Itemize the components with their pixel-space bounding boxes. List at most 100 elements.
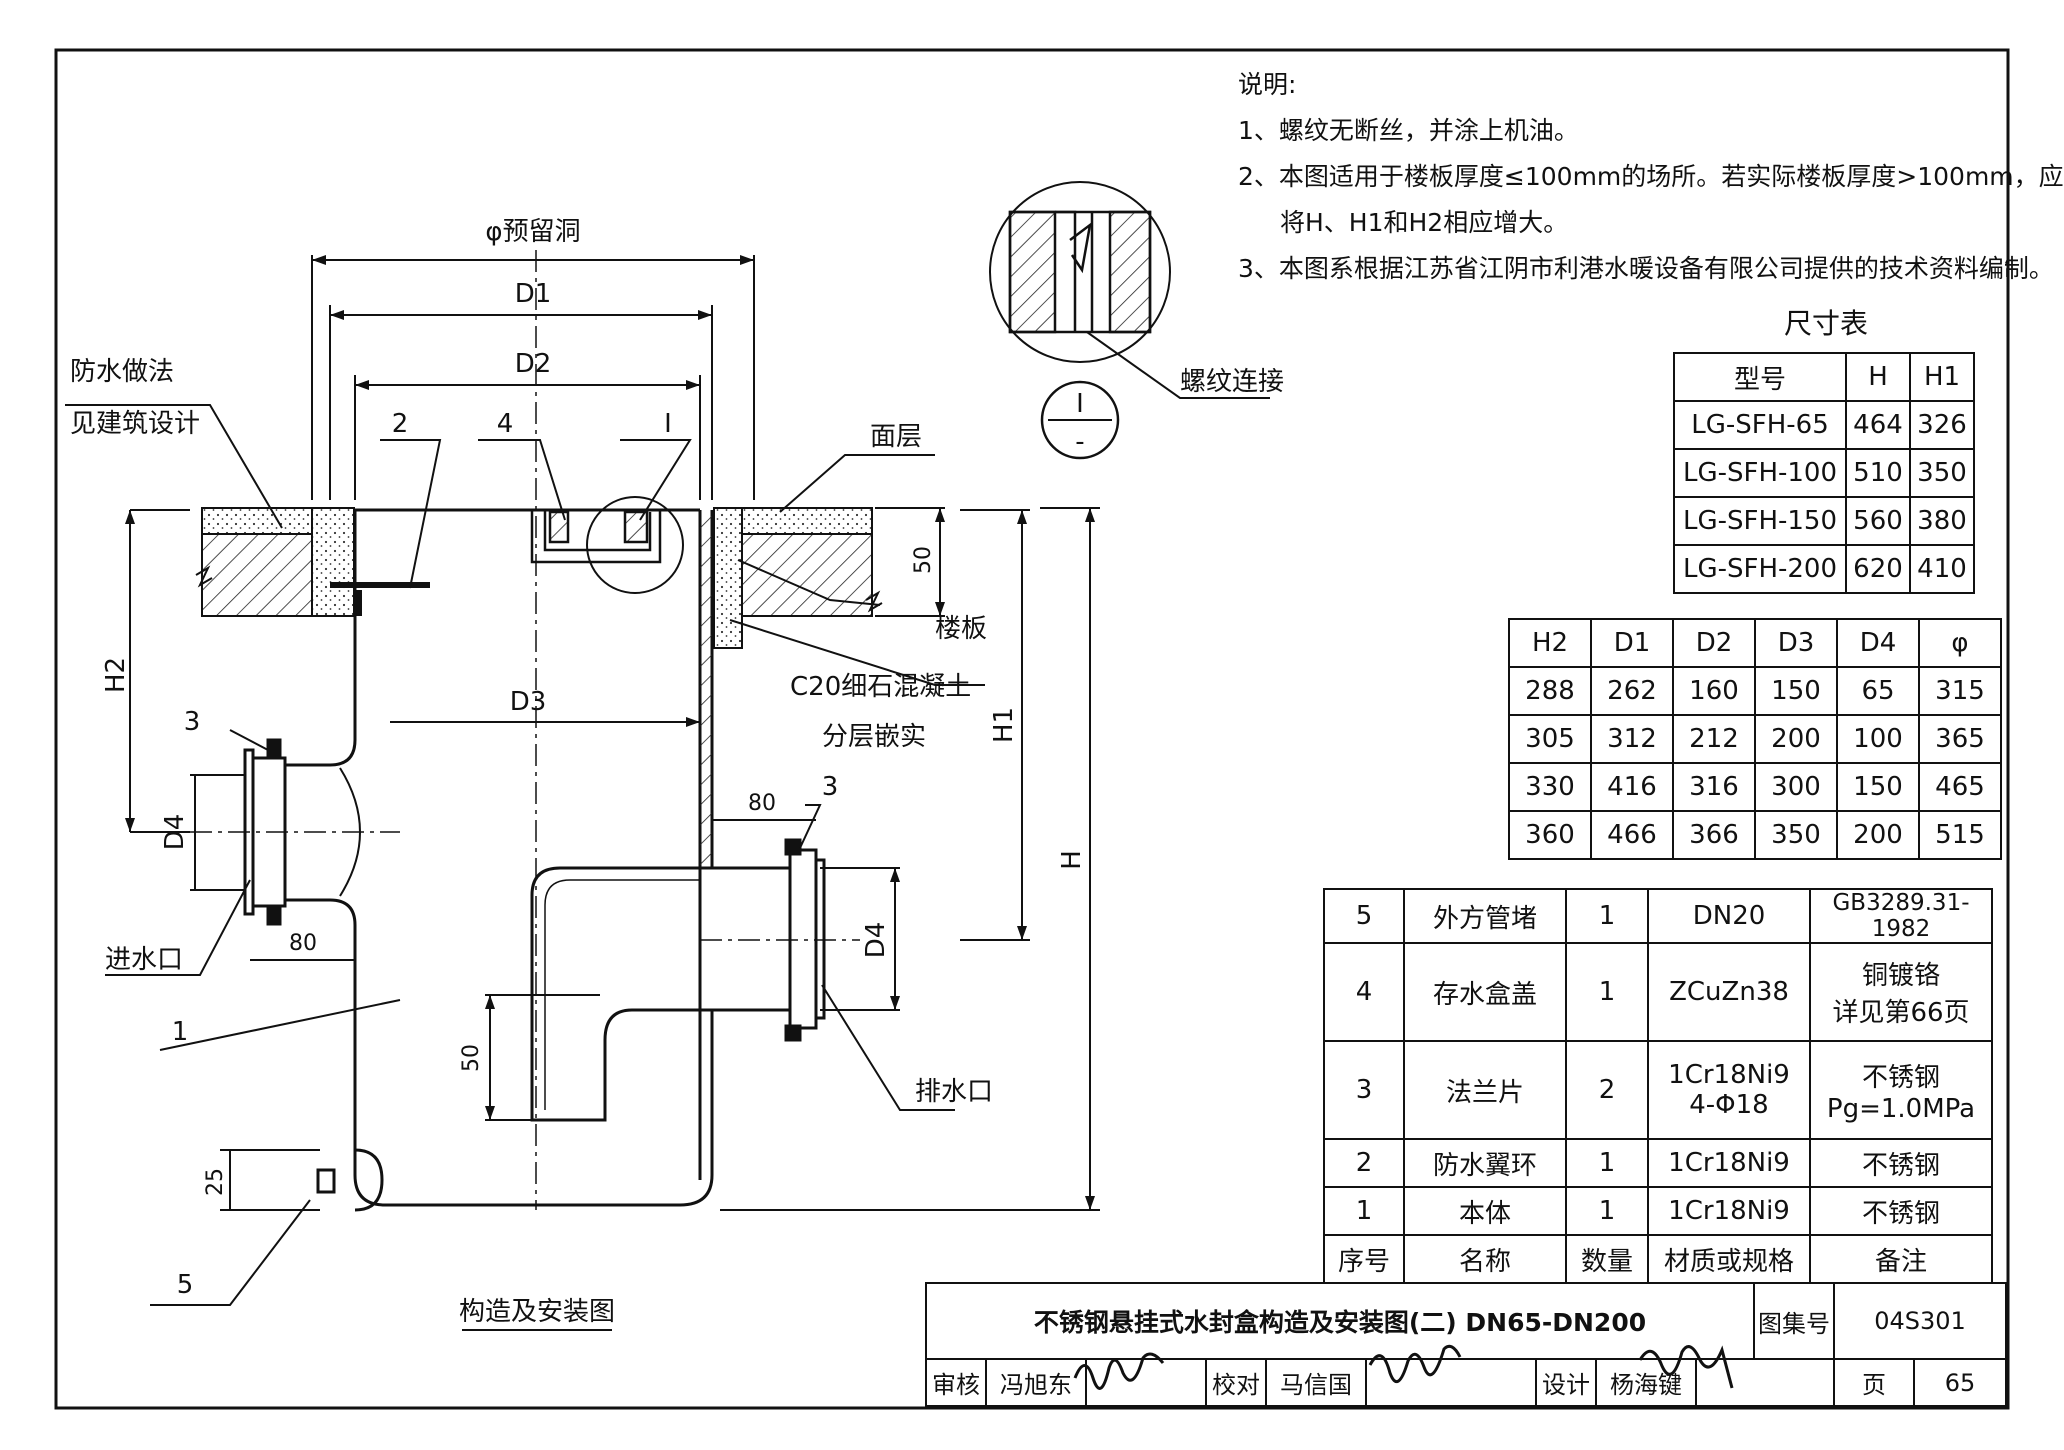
label-80-inlet: 80 xyxy=(289,931,317,956)
waterproof-ring xyxy=(330,582,430,588)
table-cell: 1 xyxy=(1323,1186,1405,1236)
label-waterproof-1: 防水做法 xyxy=(70,357,174,387)
centerlines xyxy=(190,250,860,1210)
table-cell: 330 xyxy=(1508,762,1592,812)
table-cell: 1 xyxy=(1565,1138,1649,1188)
label-50-inner: 50 xyxy=(459,1044,484,1072)
label-h: H xyxy=(1057,850,1087,870)
table-cell: 305 xyxy=(1508,714,1592,764)
table-cell: 1Cr18Ni9 xyxy=(1647,1186,1811,1236)
label-hole: φ预留洞 xyxy=(485,217,580,247)
drawing-labels: φ预留洞 D1 D2 D3 H2 D4 80 25 50 50 80 D4 H1… xyxy=(70,217,1284,1331)
table-cell: 3 xyxy=(1323,1040,1405,1140)
parts-table: 5 外方管堵 1 DN20 GB3289.31-1982 4 存水盒盖 1 ZC… xyxy=(1323,888,1993,1284)
table-header: 备注 xyxy=(1809,1234,1993,1284)
checker-signature-cell xyxy=(1365,1358,1537,1407)
label-50-top: 50 xyxy=(911,546,936,574)
table-cell: 466 xyxy=(1590,810,1674,860)
table-cell: 1 xyxy=(1565,1186,1649,1236)
review-label: 审核 xyxy=(925,1358,987,1407)
size-table-title: 尺寸表 xyxy=(1784,307,1869,340)
table-cell: DN20 xyxy=(1647,888,1811,944)
table-cell: 300 xyxy=(1754,762,1838,812)
cell-line: 详见第66页 xyxy=(1832,998,1970,1028)
table-cell: 212 xyxy=(1672,714,1756,764)
table-cell: 326 xyxy=(1909,400,1975,450)
table-header: φ xyxy=(1918,618,2002,668)
cell-line: 1Cr18Ni9 xyxy=(1668,1060,1790,1090)
notes-heading: 说明: xyxy=(1238,70,1297,99)
callout-3-inlet: 3 xyxy=(184,707,201,737)
water-storage-cover xyxy=(530,510,662,564)
table-cell: 515 xyxy=(1918,810,2002,860)
label-detail-mark: I xyxy=(1076,389,1084,419)
table-cell: 360 xyxy=(1508,810,1592,860)
table-header: 材质或规格 xyxy=(1647,1234,1811,1284)
table-header: 序号 xyxy=(1323,1234,1405,1284)
table-cell: 65 xyxy=(1836,666,1920,716)
table-cell: 366 xyxy=(1672,810,1756,860)
table-header: D2 xyxy=(1672,618,1756,668)
table-cell: 不锈钢 xyxy=(1809,1138,1993,1188)
label-d4-outlet: D4 xyxy=(861,922,891,959)
note-2-cont: 将H、H1和H2相应增大。 xyxy=(1280,208,1569,237)
signature-reviewer xyxy=(1073,1352,1165,1390)
size-header-h: H xyxy=(1845,352,1911,402)
table-cell: 2 xyxy=(1565,1040,1649,1140)
cell-line: 铜镀铬 xyxy=(1861,961,1940,991)
table-cell: 262 xyxy=(1590,666,1674,716)
size-header-model: 型号 xyxy=(1673,352,1847,402)
table-cell: 1 xyxy=(1565,942,1649,1042)
table-cell: 200 xyxy=(1754,714,1838,764)
table-cell: 464 xyxy=(1845,400,1911,450)
table-cell: 380 xyxy=(1909,496,1975,546)
table-header: 数量 xyxy=(1565,1234,1649,1284)
label-waterproof-2: 见建筑设计 xyxy=(70,409,200,439)
label-slab: 楼板 xyxy=(935,614,987,644)
leader-lines xyxy=(65,319,1270,1306)
table-cell: 5 xyxy=(1323,888,1405,944)
table-cell: 288 xyxy=(1508,666,1592,716)
table-cell: 1 xyxy=(1565,888,1649,944)
table-cell: 510 xyxy=(1845,448,1911,498)
designer-signature-cell xyxy=(1695,1358,1835,1407)
size-header-h1: H1 xyxy=(1909,352,1975,402)
signature-checker xyxy=(1368,1344,1462,1384)
table-cell: 本体 xyxy=(1403,1186,1567,1236)
table-cell: 350 xyxy=(1909,448,1975,498)
signature-designer xyxy=(1638,1345,1734,1389)
notes-block: 说明: 1、螺纹无断丝，并涂上机油。 2、本图适用于楼板厚度≤100mm的场所。… xyxy=(1238,62,2064,292)
table-header: D3 xyxy=(1754,618,1838,668)
outlet-flange xyxy=(784,838,826,1042)
designer-name: 杨海键 xyxy=(1595,1358,1697,1407)
table-cell: 416 xyxy=(1590,762,1674,812)
table-cell: 316 xyxy=(1672,762,1756,812)
label-concrete-1: C20细石混凝土 xyxy=(790,672,971,702)
table-cell: GB3289.31-1982 xyxy=(1809,888,1993,944)
table-cell: 620 xyxy=(1845,544,1911,594)
callout-2: 2 xyxy=(392,409,409,439)
check-label: 校对 xyxy=(1205,1358,1267,1407)
table-cell: 365 xyxy=(1918,714,2002,764)
cell-line: 不锈钢 xyxy=(1861,1062,1940,1093)
label-outlet: 排水口 xyxy=(915,1077,993,1107)
callout-4: 4 xyxy=(497,409,514,439)
table-cell: 560 xyxy=(1845,496,1911,546)
note-2: 2、本图适用于楼板厚度≤100mm的场所。若实际楼板厚度>100mm，应 xyxy=(1238,162,2064,191)
atlas-label: 图集号 xyxy=(1753,1282,1835,1360)
page-label: 页 xyxy=(1833,1358,1915,1407)
table-cell: 防水翼环 xyxy=(1403,1138,1567,1188)
table-cell: 不锈钢 xyxy=(1809,1186,1993,1236)
table-cell: ZCuZn38 xyxy=(1647,942,1811,1042)
table-cell: 150 xyxy=(1754,666,1838,716)
table-cell: 410 xyxy=(1909,544,1975,594)
table-header: 名称 xyxy=(1403,1234,1567,1284)
table-cell: LG-SFH-200 xyxy=(1673,544,1847,594)
label-d3: D3 xyxy=(510,687,547,717)
label-surface: 面层 xyxy=(870,422,922,452)
atlas-number: 04S301 xyxy=(1833,1282,2007,1360)
